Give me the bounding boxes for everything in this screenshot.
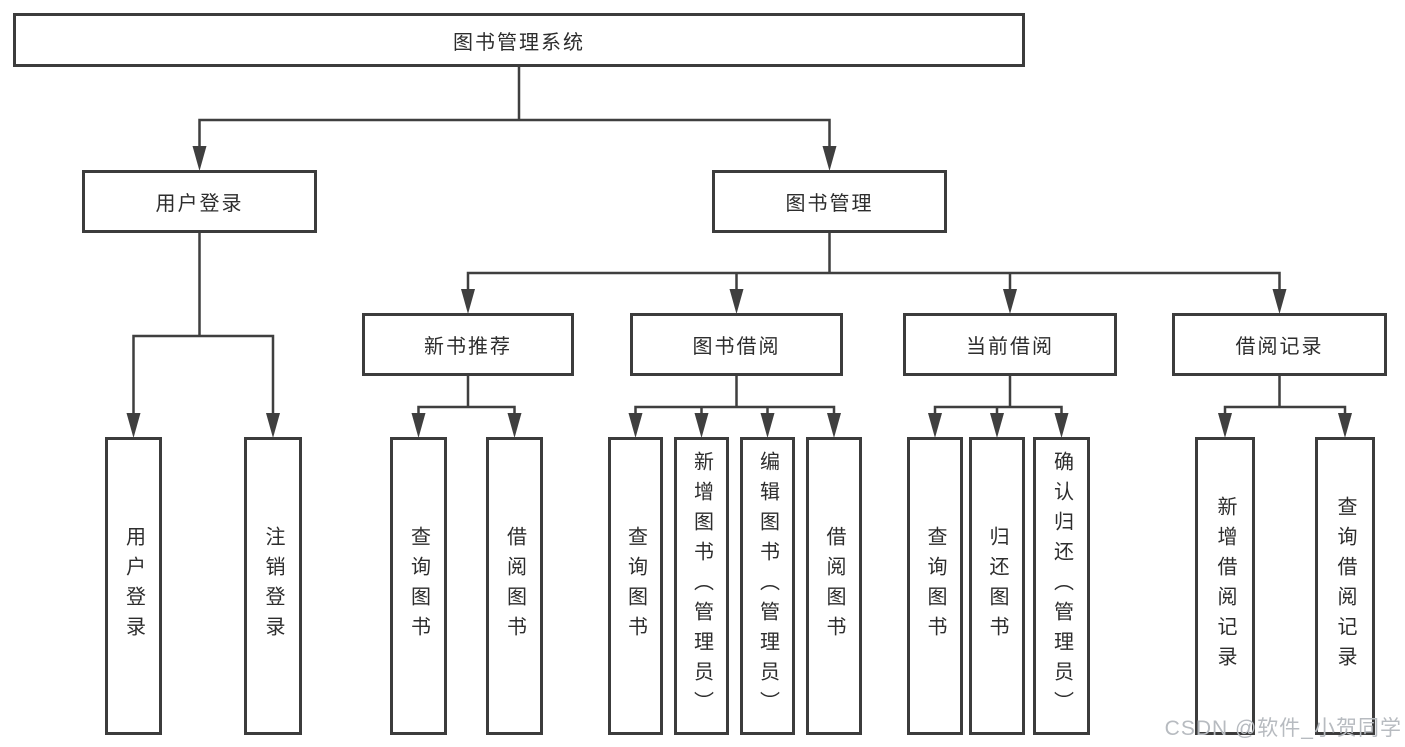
node-label-new-book-rec: 新书推荐 (424, 336, 512, 358)
node-borrow-records: 借阅记录 (1172, 313, 1387, 376)
node-label-book-mgmt: 图书管理 (785, 193, 874, 215)
node-br-query-record: 查询借阅记录 (1315, 437, 1375, 735)
node-label-cb-confirm-return: 确认归还（管理员） (1050, 451, 1073, 721)
node-label-bb-add-book: 新增图书（管理员） (690, 451, 713, 721)
node-book-borrow: 图书借阅 (630, 313, 843, 376)
node-new-book-rec: 新书推荐 (362, 313, 574, 376)
node-current-borrow: 当前借阅 (903, 313, 1117, 376)
node-root: 图书管理系统 (13, 13, 1025, 67)
node-label-leaf-user-login: 用户登录 (122, 526, 145, 646)
node-label-current-borrow: 当前借阅 (966, 336, 1054, 358)
node-cb-confirm-return: 确认归还（管理员） (1033, 437, 1090, 735)
node-leaf-user-login: 用户登录 (105, 437, 162, 735)
node-label-bb-query-book: 查询图书 (624, 526, 647, 646)
node-bb-add-book: 新增图书（管理员） (674, 437, 729, 735)
node-label-borrow-records: 借阅记录 (1235, 336, 1324, 358)
node-label-leaf-logout: 注销登录 (262, 526, 284, 646)
node-label-br-query-record: 查询借阅记录 (1334, 496, 1356, 676)
node-label-nbr-query-book: 查询图书 (407, 526, 430, 646)
node-user-login: 用户登录 (82, 170, 317, 233)
node-nbr-query-book: 查询图书 (390, 437, 447, 735)
node-label-nbr-borrow-book: 借阅图书 (503, 526, 526, 646)
node-label-cb-query-book: 查询图书 (924, 526, 946, 646)
node-label-book-borrow: 图书借阅 (692, 336, 781, 358)
node-bb-query-book: 查询图书 (608, 437, 663, 735)
node-leaf-logout: 注销登录 (244, 437, 302, 735)
node-label-root: 图书管理系统 (453, 31, 585, 54)
watermark: CSDN @软件_小贺同学 (1164, 717, 1402, 740)
node-label-user-login: 用户登录 (155, 193, 244, 215)
node-cb-return-book: 归还图书 (969, 437, 1025, 735)
node-cb-query-book: 查询图书 (907, 437, 963, 735)
node-br-add-record: 新增借阅记录 (1195, 437, 1255, 735)
node-label-bb-edit-book: 编辑图书（管理员） (756, 451, 779, 721)
node-nbr-borrow-book: 借阅图书 (486, 437, 543, 735)
node-label-bb-borrow-book: 借阅图书 (823, 526, 845, 646)
node-book-mgmt: 图书管理 (712, 170, 947, 233)
node-bb-edit-book: 编辑图书（管理员） (740, 437, 795, 735)
node-label-cb-return-book: 归还图书 (986, 526, 1008, 646)
node-bb-borrow-book: 借阅图书 (806, 437, 862, 735)
node-label-br-add-record: 新增借阅记录 (1214, 496, 1236, 676)
